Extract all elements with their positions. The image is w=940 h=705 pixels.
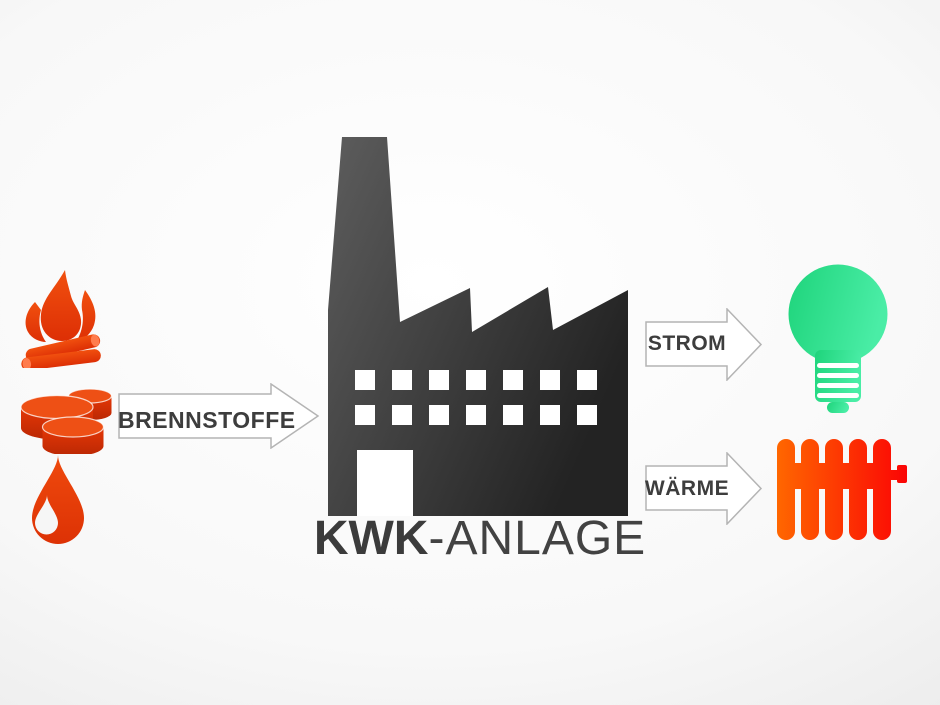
radiator-valve-knob <box>897 465 907 483</box>
oil-drop-icon <box>32 455 84 544</box>
factory-windows <box>355 370 597 425</box>
factory-door <box>357 450 413 516</box>
radiator-icon <box>777 439 907 540</box>
strom-arrow <box>645 308 763 381</box>
plant-title-rest: -ANLAGE <box>428 512 647 565</box>
brennstoffe-arrow <box>118 383 320 449</box>
campfire-icon <box>21 270 101 368</box>
lightbulb-icon <box>788 264 888 413</box>
factory-icon <box>328 137 628 516</box>
waerme-label: WÄRME <box>644 477 730 500</box>
waerme-arrow <box>645 452 763 525</box>
pellets-icon <box>20 388 112 454</box>
plant-title: KWK-ANLAGE <box>290 515 670 563</box>
plant-title-bold: KWK <box>313 512 429 565</box>
radiator-valve-pipe <box>891 470 899 480</box>
bulb-screw-threads <box>817 363 859 398</box>
strom-label: STROM <box>647 332 727 355</box>
brennstoffe-label: BRENNSTOFFE <box>118 407 296 433</box>
